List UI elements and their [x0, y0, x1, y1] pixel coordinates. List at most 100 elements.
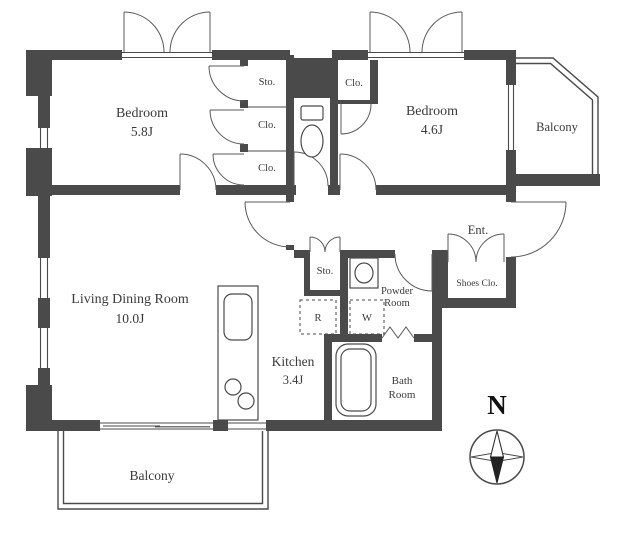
wall [340, 250, 395, 258]
entrance-label: Ent. [468, 223, 488, 237]
wall [304, 290, 348, 296]
bedroom1-label: Bedroom [116, 106, 168, 121]
wall [240, 144, 248, 152]
door-arc [369, 11, 411, 53]
windows [39, 51, 515, 430]
wall [212, 50, 290, 60]
powder-label-1: Powder [381, 286, 414, 297]
kitchen-label: Kitchen [272, 354, 315, 369]
bath-label-2: Room [389, 389, 416, 401]
door-arc [209, 109, 245, 145]
door-arc [324, 236, 341, 253]
door-arc [475, 233, 505, 263]
door-arc [179, 153, 217, 191]
wall [38, 50, 50, 128]
bathtub-inner-icon [340, 348, 372, 412]
wall [506, 195, 516, 202]
washer-label: W [362, 313, 372, 324]
wall [266, 420, 442, 431]
wall [464, 50, 516, 60]
washer-box [349, 299, 385, 335]
wall [294, 250, 310, 258]
ldk-label: Living Dining Room [71, 292, 189, 307]
toilet-tank-icon [300, 105, 324, 121]
wall [26, 420, 100, 431]
compass: N [469, 390, 525, 485]
wall [26, 185, 180, 195]
wall [414, 334, 442, 342]
shoes-closet-label: Shoes Clo. [456, 279, 497, 289]
fridge-label: R [314, 313, 321, 324]
wall [506, 50, 516, 85]
door-arc [394, 253, 433, 292]
wall [286, 195, 294, 202]
door-arc [309, 236, 326, 253]
closet-b-label: Clo. [258, 163, 276, 174]
wall [506, 257, 516, 308]
bedroom2-size: 4.6J [421, 122, 443, 137]
sink-icon [223, 293, 253, 341]
wall [338, 100, 374, 104]
wall [286, 55, 294, 195]
balcony-top-label: Balcony [536, 120, 578, 134]
wall [440, 250, 448, 298]
compass-needle-south [489, 456, 505, 484]
compass-needle-north [489, 430, 505, 458]
wall [26, 50, 122, 60]
toilet-bowl-icon [300, 124, 324, 158]
balcony-bottom-rail [57, 431, 269, 510]
balcony-top-rail [516, 57, 599, 176]
wall [432, 250, 442, 431]
ldk-size: 10.0J [116, 311, 145, 326]
powder-label-2: Room [384, 298, 410, 309]
door-arc [421, 11, 463, 53]
wall [240, 60, 248, 66]
fixtures [217, 105, 385, 421]
wall [516, 174, 600, 186]
door-arc [123, 11, 165, 53]
wall [304, 252, 310, 290]
wall [324, 334, 382, 342]
door-arc [447, 233, 477, 263]
wall [38, 168, 50, 258]
wall [38, 298, 50, 328]
folding-door [381, 326, 415, 339]
compass-circle [469, 429, 525, 485]
stove-burner-icon [237, 392, 255, 410]
wall [370, 60, 378, 104]
wall [216, 185, 296, 195]
bedroom2-label: Bedroom [406, 104, 458, 119]
balcony-bottom-rail-inner [62, 431, 264, 505]
storage-top-label: Sto. [259, 77, 276, 88]
balcony-top-rail-inner [516, 62, 594, 176]
balconies [57, 57, 599, 510]
closet-a-label: Clo. [258, 120, 276, 131]
doors [123, 11, 567, 339]
door-arc [169, 11, 211, 53]
door-arc [293, 151, 329, 187]
balcony-bottom-label: Balcony [130, 468, 175, 483]
door-arc [212, 153, 245, 186]
wall [332, 50, 368, 60]
door-arc [339, 153, 377, 191]
wall [376, 185, 516, 195]
stove-burner-icon [224, 378, 242, 396]
wall [213, 420, 228, 431]
wall [240, 100, 248, 108]
door-arc [340, 103, 372, 135]
storage-mid-label: Sto. [317, 266, 334, 277]
wall [330, 60, 338, 185]
closet-bedroom2-label: Clo. [345, 78, 363, 89]
wall [440, 298, 516, 308]
fridge-box [299, 299, 337, 335]
wall [38, 368, 50, 431]
vanity-basin-icon [354, 262, 374, 284]
labels: Bedroom 5.8J Bedroom 4.6J Sto. Clo. Clo.… [71, 77, 578, 483]
door-arc [244, 201, 291, 248]
bedroom1-size: 5.8J [131, 124, 153, 139]
wall [328, 185, 340, 195]
wall [506, 150, 516, 185]
kitchen-size: 3.4J [283, 373, 304, 387]
